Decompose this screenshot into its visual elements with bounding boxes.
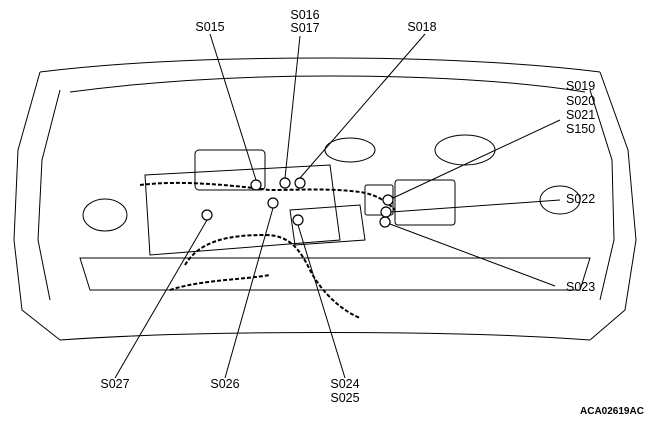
callout-s027: S027 (100, 377, 130, 391)
intake-manifold (289, 204, 366, 246)
connector-s024-marker (292, 214, 304, 226)
right-fender-inner (589, 89, 615, 301)
front-bumper (59, 332, 591, 341)
leader-s015 (209, 33, 257, 181)
air-cleaner (194, 149, 266, 191)
right-fender (589, 71, 637, 341)
callout-s022: S022 (566, 192, 596, 206)
callout-s016: S016 (290, 8, 320, 22)
engine-wiring-harness (184, 233, 361, 319)
radiator-support (79, 257, 591, 291)
connector-s016-s017-marker (279, 177, 291, 189)
left-fender (13, 71, 61, 341)
left-strut-tower (82, 198, 128, 232)
main-wiring-harness (139, 181, 396, 211)
callout-s150: S150 (566, 122, 596, 136)
engine-block (144, 164, 341, 256)
brake-reservoir (324, 137, 376, 163)
callout-s018: S018 (407, 20, 437, 34)
leader-s019 (392, 119, 561, 199)
callout-s021: S021 (566, 108, 596, 122)
leader-s024-s025 (297, 224, 346, 379)
callout-s015: S015 (195, 20, 225, 34)
hood-inner (69, 75, 586, 93)
washer-reservoir (434, 134, 496, 166)
leader-s016-s017 (284, 35, 301, 179)
connector-s027-marker (201, 209, 213, 221)
left-fender-inner (37, 89, 61, 301)
battery (394, 179, 456, 226)
leader-s018 (299, 33, 426, 179)
connector-s023-marker (379, 216, 391, 228)
connector-s026-marker (267, 197, 279, 209)
callout-s024: S024 (330, 377, 360, 391)
hood-outline (39, 57, 601, 73)
callout-s023: S023 (566, 280, 596, 294)
callout-s020: S020 (566, 94, 596, 108)
callout-s025: S025 (330, 391, 360, 405)
right-strut-tower (539, 185, 581, 215)
leader-s023 (389, 223, 556, 287)
connector-s018-marker (294, 177, 306, 189)
leader-s022 (390, 199, 561, 213)
front-wiring-harness (169, 274, 271, 291)
leader-s027 (114, 219, 208, 379)
leader-s026 (224, 207, 274, 379)
callout-s019: S019 (566, 79, 596, 93)
connector-s015-marker (250, 179, 262, 191)
connector-s022-marker (380, 206, 392, 218)
figure-id: ACA02619AC (580, 406, 644, 417)
callout-s017: S017 (290, 21, 320, 35)
connector-s019-marker (382, 194, 394, 206)
callout-s026: S026 (210, 377, 240, 391)
